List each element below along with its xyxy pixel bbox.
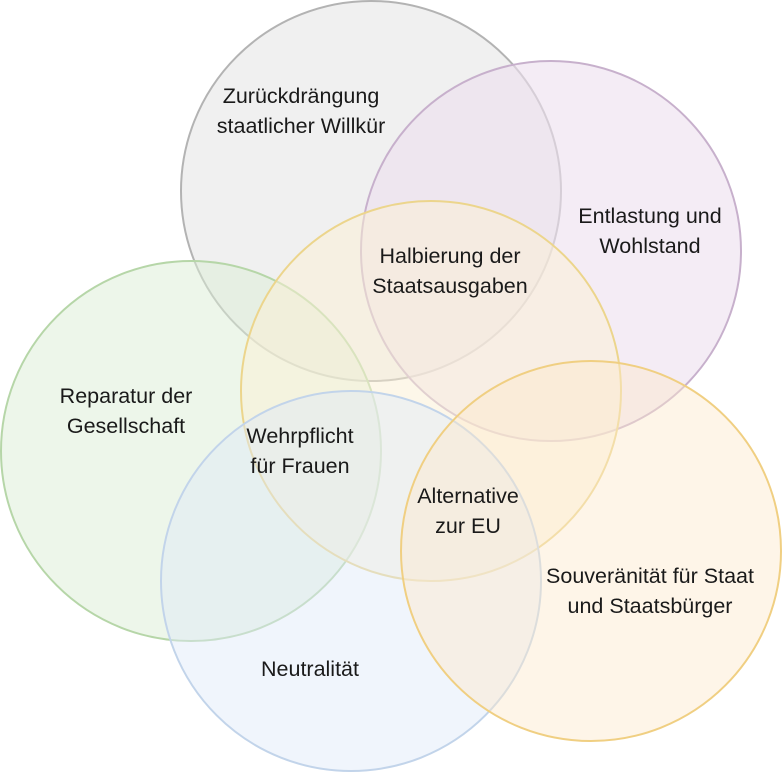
label-gesellschaft: Reparatur der Gesellschaft <box>60 381 193 441</box>
label-wehrpflicht-line1: Wehrpflicht <box>246 424 354 448</box>
label-neutralitaet: Neutralität <box>261 654 359 684</box>
label-entlastung: Entlastung und Wohlstand <box>578 201 721 261</box>
label-souveraenitaet-line1: Souveränität für Staat <box>546 564 754 588</box>
label-souveraenitaet-line2: und Staatsbürger <box>567 594 733 618</box>
label-entlastung-line2: Wohlstand <box>599 234 701 258</box>
label-willkuer-line1: Zurückdrängung <box>222 84 380 108</box>
circle-neutralitaet <box>160 390 542 772</box>
label-willkuer: Zurückdrängung staatlicher Willkür <box>217 81 385 141</box>
label-entlastung-line1: Entlastung und <box>578 204 722 228</box>
label-wehrpflicht: Wehrpflicht für Frauen <box>246 421 353 481</box>
label-halbierung-line1: Halbierung der <box>379 244 521 268</box>
label-gesellschaft-line1: Reparatur der <box>59 384 193 408</box>
label-neutralitaet-line1: Neutralität <box>261 657 359 681</box>
label-halbierung: Halbierung der Staatsausgaben <box>372 241 527 301</box>
label-eu-line1: Alternative <box>417 484 519 508</box>
label-eu: Alternative zur EU <box>417 481 519 541</box>
label-gesellschaft-line2: Gesellschaft <box>66 414 186 438</box>
circle-halbierung <box>240 200 622 582</box>
label-eu-line2: zur EU <box>435 514 501 538</box>
label-wehrpflicht-line2: für Frauen <box>250 454 350 478</box>
label-halbierung-line2: Staatsausgaben <box>372 274 528 298</box>
label-souveraenitaet: Souveränität für Staat und Staatsbürger <box>546 561 754 621</box>
circle-souveraenitaet <box>400 360 782 742</box>
label-willkuer-line2: staatlicher Willkür <box>216 114 386 138</box>
